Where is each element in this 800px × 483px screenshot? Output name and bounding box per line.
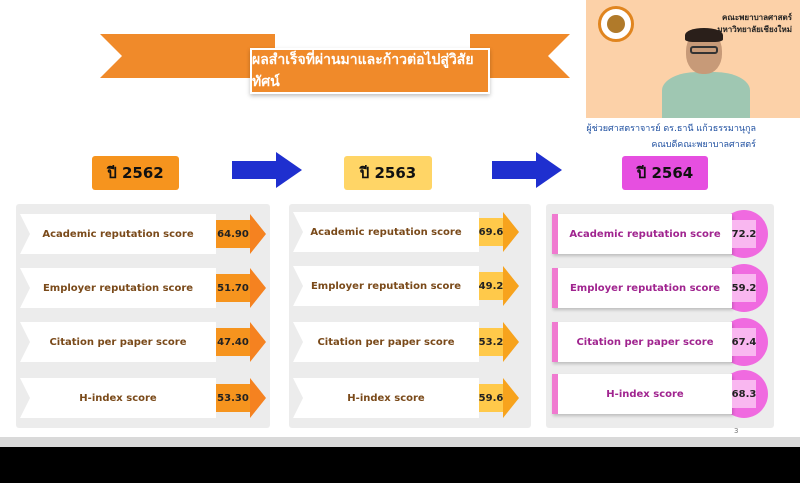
score-label: H-index score bbox=[20, 378, 216, 418]
score-label: Citation per paper score bbox=[293, 322, 479, 362]
score-row: Citation per paper score 53.2 bbox=[293, 322, 525, 362]
score-label: H-index score bbox=[552, 374, 732, 414]
year-label-2564: ปี 2564 bbox=[622, 156, 708, 190]
presenter-video bbox=[658, 28, 758, 118]
score-value: 53.30 bbox=[216, 384, 250, 412]
faculty-logo bbox=[598, 6, 634, 42]
score-row: H-index score 59.6 bbox=[293, 378, 525, 418]
score-row: H-index score 68.3 bbox=[552, 370, 770, 418]
score-label: Employer reputation score bbox=[20, 268, 216, 308]
score-label: Academic reputation score bbox=[20, 214, 216, 254]
score-row: Academic reputation score 72.2 bbox=[552, 210, 770, 258]
score-label: Citation per paper score bbox=[20, 322, 216, 362]
score-value: 69.6 bbox=[479, 218, 503, 246]
score-row: Employer reputation score 51.70 bbox=[20, 268, 266, 308]
org-line-2: มหาวิทยาลัยเชียงใหม่ bbox=[717, 25, 792, 34]
right-arrow-icon bbox=[492, 152, 562, 188]
score-row: Citation per paper score 67.4 bbox=[552, 318, 770, 366]
page-number: 3 bbox=[734, 427, 739, 435]
score-row: Citation per paper score 47.40 bbox=[20, 322, 266, 362]
score-value: 47.40 bbox=[216, 328, 250, 356]
score-label: Academic reputation score bbox=[293, 212, 479, 252]
webcam-overlay: คณะพยาบาลศาสตร์ มหาวิทยาลัยเชียงใหม่ bbox=[586, 0, 800, 118]
year-label-2563: ปี 2563 bbox=[344, 156, 432, 190]
score-value: 72.2 bbox=[732, 220, 756, 248]
presenter-title: คณบดีคณะพยาบาลศาสตร์ bbox=[651, 140, 756, 150]
webcam-org-name: คณะพยาบาลศาสตร์ มหาวิทยาลัยเชียงใหม่ bbox=[717, 12, 792, 36]
presentation-slide: ผลสำเร็จที่ผ่านมาและก้าวต่อไปสู่วิสัยทัศ… bbox=[16, 0, 800, 435]
year-label-2562: ปี 2562 bbox=[92, 156, 179, 190]
score-label: Employer reputation score bbox=[293, 266, 479, 306]
ribbon-left bbox=[100, 34, 275, 78]
score-value: 49.2 bbox=[479, 272, 503, 300]
score-row: Employer reputation score 49.2 bbox=[293, 266, 525, 306]
score-value: 67.4 bbox=[732, 328, 756, 356]
presenter-name: ผู้ช่วยศาสตราจารย์ ดร.ธานี แก้วธรรมานุกู… bbox=[586, 124, 756, 134]
score-label: Citation per paper score bbox=[552, 322, 732, 362]
score-value: 59.6 bbox=[479, 384, 503, 412]
score-value: 64.90 bbox=[216, 220, 250, 248]
score-row: Academic reputation score 69.6 bbox=[293, 212, 525, 252]
score-value: 53.2 bbox=[479, 328, 503, 356]
score-value: 59.2 bbox=[732, 274, 756, 302]
score-value: 51.70 bbox=[216, 274, 250, 302]
screen-bottom-bar bbox=[0, 447, 800, 483]
score-label: Academic reputation score bbox=[552, 214, 732, 254]
slide-bottom-strip bbox=[0, 437, 800, 447]
right-arrow-icon bbox=[232, 152, 302, 188]
scores-panel-2562: Academic reputation score 64.90 Employer… bbox=[16, 204, 270, 428]
score-row: H-index score 53.30 bbox=[20, 378, 266, 418]
title-banner: ผลสำเร็จที่ผ่านมาและก้าวต่อไปสู่วิสัยทัศ… bbox=[100, 28, 570, 108]
score-label: Employer reputation score bbox=[552, 268, 732, 308]
scores-panel-2564: Academic reputation score 72.2 Employer … bbox=[546, 204, 774, 428]
scores-panel-2563: Academic reputation score 69.6 Employer … bbox=[289, 204, 531, 428]
score-label: H-index score bbox=[293, 378, 479, 418]
org-line-1: คณะพยาบาลศาสตร์ bbox=[722, 13, 792, 22]
score-row: Academic reputation score 64.90 bbox=[20, 214, 266, 254]
score-row: Employer reputation score 59.2 bbox=[552, 264, 770, 312]
score-value: 68.3 bbox=[732, 380, 756, 408]
slide-title: ผลสำเร็จที่ผ่านมาและก้าวต่อไปสู่วิสัยทัศ… bbox=[250, 48, 490, 94]
